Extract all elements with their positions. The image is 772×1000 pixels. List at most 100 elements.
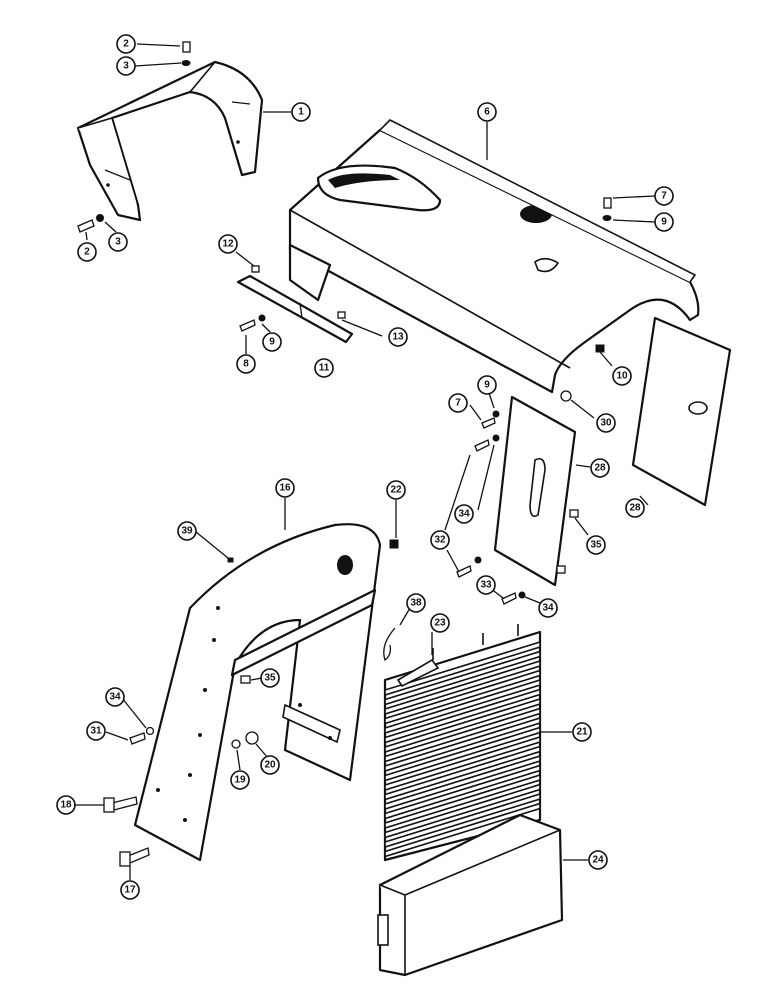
svg-text:16: 16: [279, 483, 291, 494]
svg-text:28: 28: [629, 503, 641, 514]
hardware: [77, 41, 612, 867]
radiator-fin: [384, 783, 541, 839]
svg-text:1: 1: [298, 107, 304, 118]
svg-text:31: 31: [90, 726, 102, 737]
radiator-fin: [384, 754, 541, 811]
svg-text:13: 13: [392, 332, 404, 343]
callout-30: 30: [596, 413, 616, 433]
callout-3: 3: [116, 56, 136, 76]
callout-21: 21: [572, 722, 592, 742]
callout-2: 2: [77, 242, 97, 262]
callout-34: 34: [538, 598, 558, 618]
radiator-fin: [384, 669, 541, 725]
callout-7: 7: [448, 393, 468, 413]
callout-8: 8: [236, 354, 256, 374]
part-11-strip: [236, 274, 354, 344]
callout-23: 23: [430, 613, 450, 633]
callout-39: 39: [177, 521, 197, 541]
svg-text:10: 10: [616, 371, 628, 382]
callout-22: 22: [386, 480, 406, 500]
part-23-gauge: [396, 658, 440, 688]
svg-text:32: 32: [434, 535, 446, 546]
callout-9: 9: [262, 332, 282, 352]
callout-31: 31: [86, 721, 106, 741]
callout-17: 17: [120, 880, 140, 900]
radiator-fin: [384, 745, 541, 801]
radiator-fin: [384, 707, 541, 763]
callout-11: 11: [314, 358, 334, 378]
leader-lines: [75, 43, 656, 880]
svg-text:6: 6: [484, 107, 490, 118]
svg-text:3: 3: [115, 237, 121, 248]
callout-12: 12: [218, 234, 238, 254]
callout-18: 18: [56, 795, 76, 815]
svg-text:3: 3: [123, 61, 129, 72]
callout-24: 24: [588, 850, 608, 870]
svg-text:39: 39: [181, 526, 193, 537]
part-28-side-panel-large: [631, 316, 732, 507]
callout-28: 28: [625, 498, 645, 518]
callout-6: 6: [477, 102, 497, 122]
radiator-fin: [384, 678, 541, 735]
callout-33: 33: [476, 575, 496, 595]
svg-text:7: 7: [661, 191, 667, 202]
radiator-fin: [384, 659, 541, 716]
radiator-fin: [384, 735, 541, 792]
svg-text:12: 12: [222, 239, 234, 250]
callout-20: 20: [260, 755, 280, 775]
callout-1: 1: [291, 102, 311, 122]
svg-text:28: 28: [594, 463, 606, 474]
callouts: 2 3 1 2 3 6 7 9 12 13 8 9 11 10 9 7 30 2…: [56, 34, 674, 900]
svg-text:35: 35: [590, 540, 602, 551]
svg-text:9: 9: [661, 217, 667, 228]
radiator-fin: [384, 764, 541, 820]
part-1-front-shroud: [76, 60, 264, 222]
callout-19: 19: [230, 770, 250, 790]
radiator-fin: [384, 688, 541, 744]
svg-text:34: 34: [458, 509, 470, 520]
callout-28: 28: [590, 458, 610, 478]
svg-text:22: 22: [390, 485, 402, 496]
callout-34: 34: [454, 504, 474, 524]
svg-text:21: 21: [576, 727, 588, 738]
part-21-radiator-core: [383, 624, 542, 862]
radiator-fin: [384, 773, 541, 830]
callout-13: 13: [388, 327, 408, 347]
svg-text:7: 7: [455, 398, 461, 409]
callout-9: 9: [477, 375, 497, 395]
part-38-wire: [383, 627, 396, 662]
svg-text:34: 34: [542, 603, 554, 614]
callout-3: 3: [108, 232, 128, 252]
svg-text:20: 20: [264, 760, 276, 771]
svg-text:34: 34: [109, 692, 121, 703]
part-24-grille-box: [377, 813, 564, 977]
svg-text:24: 24: [592, 855, 604, 866]
svg-text:23: 23: [434, 618, 446, 629]
radiator-fin: [384, 650, 541, 706]
svg-text:19: 19: [234, 775, 246, 786]
callout-34: 34: [105, 687, 125, 707]
callout-2: 2: [116, 34, 136, 54]
callout-16: 16: [275, 478, 295, 498]
radiator-fin: [384, 792, 541, 849]
svg-text:33: 33: [480, 580, 492, 591]
part-28-side-panel-slotted: [493, 395, 577, 587]
radiator-fin: [384, 716, 541, 773]
callout-35: 35: [260, 668, 280, 688]
svg-text:18: 18: [60, 800, 72, 811]
svg-text:2: 2: [123, 39, 129, 50]
part-16-radiator-frame: [133, 523, 382, 862]
radiator-fin: [384, 802, 541, 858]
radiator-fin: [384, 640, 541, 697]
svg-text:11: 11: [319, 363, 330, 374]
callout-9: 9: [654, 212, 674, 232]
svg-text:2: 2: [84, 247, 90, 258]
svg-text:9: 9: [484, 380, 490, 391]
svg-text:35: 35: [264, 673, 276, 684]
radiator-fin: [384, 697, 541, 754]
callout-7: 7: [654, 186, 674, 206]
callout-10: 10: [612, 366, 632, 386]
svg-text:17: 17: [124, 885, 136, 896]
svg-text:9: 9: [269, 337, 275, 348]
